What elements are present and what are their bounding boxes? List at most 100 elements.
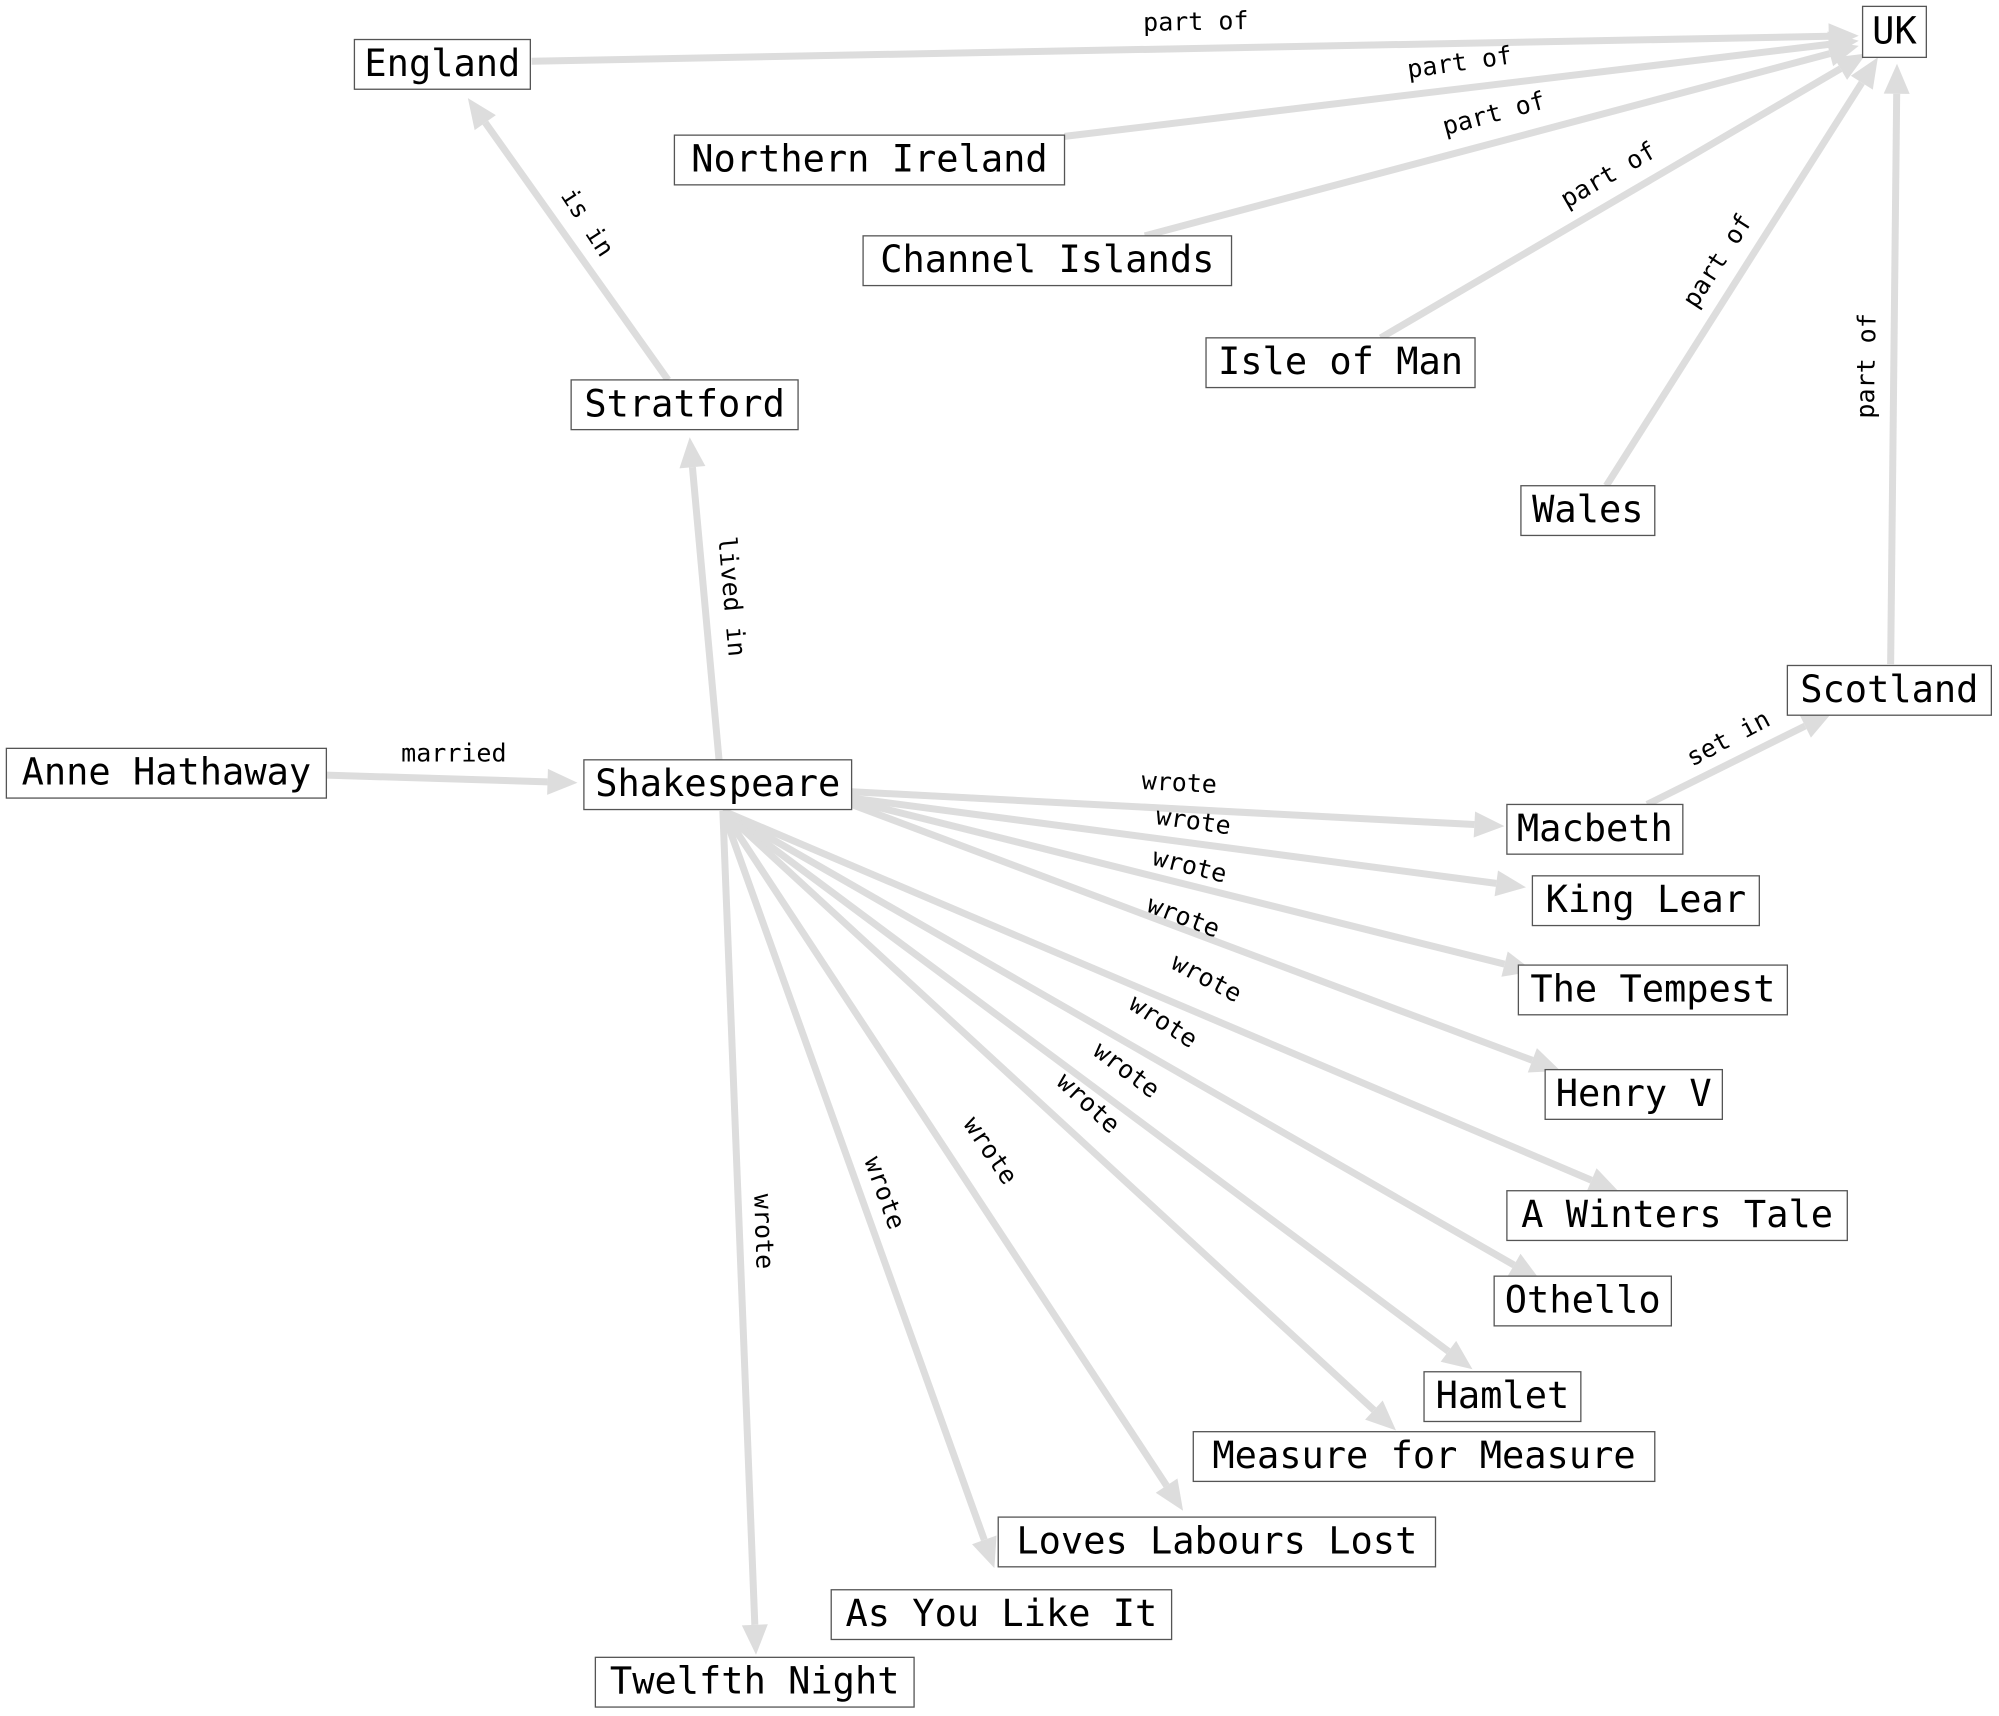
edge-line-shakespeare-loves_labours_lost [719, 808, 1170, 1488]
node-label-hamlet: Hamlet [1436, 1374, 1570, 1417]
edge-arrowhead-shakespeare-henry_v [1527, 1048, 1561, 1073]
node-england[interactable]: England [353, 38, 531, 90]
node-henry_v[interactable]: Henry V [1544, 1068, 1724, 1120]
edge-line-northern_ireland-uk [1064, 40, 1830, 140]
node-label-channel_islands: Channel Islands [880, 238, 1214, 281]
node-loves_labours_lost[interactable]: Loves Labours Lost [997, 1516, 1437, 1568]
edge-arrowhead-scotland-uk [1883, 63, 1910, 94]
node-isle_of_man[interactable]: Isle of Man [1205, 337, 1476, 389]
node-othello[interactable]: Othello [1493, 1275, 1673, 1327]
edge-line-macbeth-scotland [1645, 722, 1807, 808]
edge-line-shakespeare-as_you_like_it [719, 809, 988, 1542]
node-box-channel_islands [862, 235, 1233, 287]
edge-line-wales-uk [1603, 80, 1865, 488]
edge-line-shakespeare-macbeth [851, 788, 1475, 829]
node-label-othello: Othello [1505, 1279, 1661, 1322]
node-box-macbeth [1506, 803, 1684, 855]
node-twelfth_night[interactable]: Twelfth Night [594, 1656, 915, 1708]
node-measure_for_measure[interactable]: Measure for Measure [1192, 1431, 1656, 1483]
node-label-wales: Wales [1532, 488, 1643, 531]
node-label-loves_labours_lost: Loves Labours Lost [1016, 1519, 1417, 1562]
edges-layer [326, 23, 1910, 1655]
edge-label-shakespeare-henry_v: wrote [1143, 889, 1224, 943]
node-northern_ireland[interactable]: Northern Ireland [673, 134, 1066, 186]
edge-line-channel_islands-uk [1143, 50, 1831, 240]
edge-arrowhead-channel_islands-uk [1826, 41, 1859, 67]
node-label-northern_ireland: Northern Ireland [691, 137, 1047, 180]
node-box-uk [1861, 5, 1927, 59]
node-uk[interactable]: UK [1861, 5, 1927, 59]
node-box-as_you_like_it [830, 1589, 1173, 1641]
node-label-scotland: Scotland [1800, 668, 1978, 711]
node-stratford[interactable]: Stratford [570, 379, 799, 431]
edge-label-shakespeare-stratford: lived in [712, 535, 751, 657]
edge-arrowhead-shakespeare-othello [1507, 1253, 1541, 1280]
edge-arrowhead-isle_of_man-uk [1833, 53, 1867, 80]
node-box-northern_ireland [673, 134, 1066, 186]
edge-arrowhead-anne_hathaway-shakespeare [547, 768, 578, 795]
node-label-as_you_like_it: As You Like It [845, 1592, 1157, 1635]
node-label-isle_of_man: Isle of Man [1218, 340, 1463, 383]
node-label-the_tempest: The Tempest [1530, 967, 1775, 1010]
edge-line-shakespeare-king_lear [851, 794, 1497, 887]
edge-label-shakespeare-king_lear: wrote [1154, 801, 1233, 840]
node-box-wales [1520, 485, 1656, 537]
edge-arrowhead-shakespeare-king_lear [1494, 870, 1527, 897]
node-box-othello [1493, 1275, 1673, 1327]
node-box-loves_labours_lost [997, 1516, 1437, 1568]
node-hamlet[interactable]: Hamlet [1423, 1371, 1582, 1423]
node-the_tempest[interactable]: The Tempest [1517, 964, 1789, 1016]
node-label-king_lear: King Lear [1546, 878, 1746, 921]
edge-arrowhead-shakespeare-twelfth_night [741, 1624, 768, 1655]
edge-line-shakespeare-a_winters_tale [721, 807, 1593, 1184]
edge-arrowhead-shakespeare-hamlet [1440, 1340, 1473, 1370]
node-wales[interactable]: Wales [1520, 485, 1656, 537]
edge-line-scotland-uk [1887, 93, 1901, 665]
edge-arrowhead-wales-uk [1850, 57, 1878, 90]
node-box-anne_hathaway [5, 747, 328, 799]
node-channel_islands[interactable]: Channel Islands [862, 235, 1233, 287]
node-box-measure_for_measure [1192, 1431, 1656, 1483]
node-macbeth[interactable]: Macbeth [1506, 803, 1684, 855]
edge-arrowhead-shakespeare-as_you_like_it [972, 1535, 997, 1569]
node-box-henry_v [1544, 1068, 1724, 1120]
edge-label-shakespeare-macbeth: wrote [1141, 766, 1218, 799]
node-label-stratford: Stratford [584, 382, 784, 425]
node-shakespeare[interactable]: Shakespeare [583, 759, 853, 811]
edge-line-stratford-england [482, 120, 671, 382]
node-box-king_lear [1531, 875, 1760, 927]
node-box-stratford [570, 379, 799, 431]
node-scotland[interactable]: Scotland [1786, 664, 1993, 716]
node-label-macbeth: Macbeth [1517, 807, 1673, 850]
node-a_winters_tale[interactable]: A Winters Tale [1506, 1190, 1848, 1242]
node-king_lear[interactable]: King Lear [1531, 875, 1760, 927]
node-label-shakespeare: Shakespeare [595, 762, 840, 805]
edge-line-shakespeare-twelfth_night [719, 810, 759, 1625]
node-box-a_winters_tale [1506, 1190, 1848, 1242]
node-box-isle_of_man [1205, 337, 1476, 389]
edge-label-shakespeare-twelfth_night: wrote [748, 1193, 780, 1269]
edge-arrowhead-shakespeare-measure_for_measure [1365, 1400, 1396, 1431]
edge-line-shakespeare-measure_for_measure [720, 808, 1377, 1413]
node-anne_hathaway[interactable]: Anne Hathaway [5, 747, 328, 799]
edge-line-shakespeare-the_tempest [850, 797, 1506, 968]
node-box-hamlet [1423, 1371, 1582, 1423]
edge-line-shakespeare-henry_v [850, 801, 1534, 1064]
node-box-the_tempest [1517, 964, 1789, 1016]
edge-line-isle_of_man-uk [1378, 65, 1843, 341]
node-box-twelfth_night [594, 1656, 915, 1708]
edge-arrowhead-shakespeare-loves_labours_lost [1155, 1478, 1184, 1511]
edge-label-england-uk: part of [1143, 6, 1249, 37]
node-label-measure_for_measure: Measure for Measure [1212, 1434, 1635, 1477]
edge-label-stratford-england: is in [555, 183, 620, 262]
node-as_you_like_it[interactable]: As You Like It [830, 1589, 1173, 1641]
node-label-a_winters_tale: A Winters Tale [1521, 1193, 1833, 1236]
edge-label-shakespeare-a_winters_tale: wrote [1167, 947, 1247, 1008]
node-box-england [353, 38, 531, 90]
node-label-england: England [364, 42, 520, 85]
edge-line-shakespeare-othello [721, 807, 1516, 1269]
edge-line-england-uk [531, 32, 1829, 65]
edge-line-shakespeare-stratford [688, 466, 723, 761]
